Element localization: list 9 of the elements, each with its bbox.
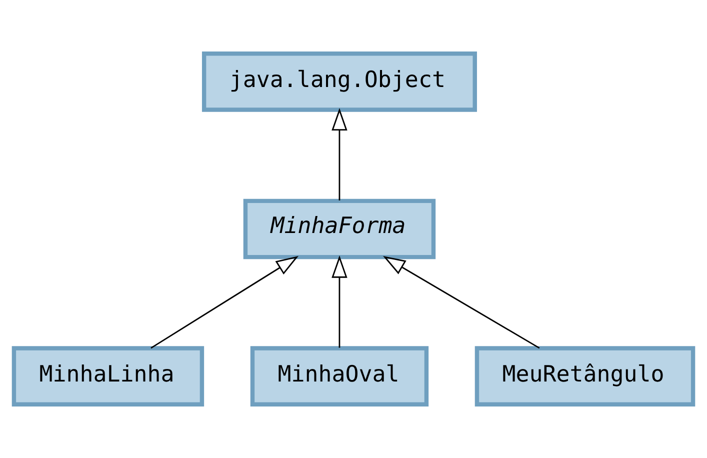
- arrow: [332, 108, 348, 200]
- node-box: MinhaLinha: [12, 346, 204, 406]
- node-box: MinhaOval: [250, 346, 429, 406]
- arrow: [150, 256, 298, 349]
- node-box: MinhaForma: [243, 198, 436, 260]
- node-box: MeuRetângulo: [474, 346, 696, 406]
- arrow: [332, 255, 348, 348]
- node-box: java.lang.Object: [202, 52, 477, 112]
- arrow: [383, 256, 540, 349]
